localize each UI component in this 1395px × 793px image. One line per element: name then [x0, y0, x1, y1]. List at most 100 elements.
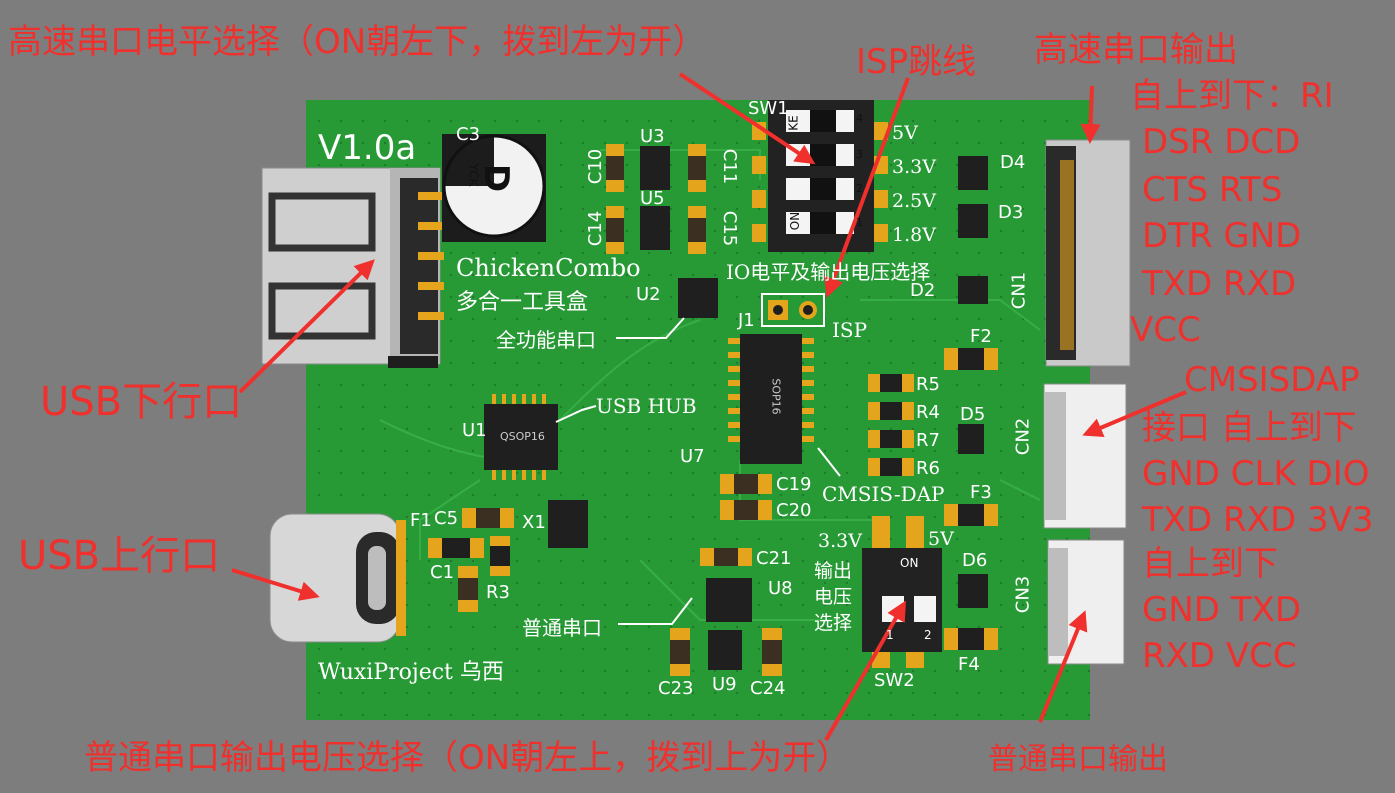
sw1-volt-3v3: 3.3V	[892, 156, 936, 178]
ic-u5	[640, 206, 670, 250]
ic-u1	[484, 404, 558, 470]
refdes-c10: C10	[585, 148, 607, 185]
sw1-on: ON	[788, 211, 803, 231]
brand-label: WuxiProject 乌西	[318, 660, 504, 685]
refdes-u3: U3	[640, 126, 665, 147]
callout-uart-line-2: GND TXD	[1142, 590, 1302, 630]
refdes-d2: D2	[910, 280, 936, 301]
sw1-volt-2v5: 2.5V	[892, 190, 936, 212]
diode-d4	[958, 156, 988, 190]
sw1-num-2: 2	[856, 182, 863, 195]
sw2-desc-3: 选择	[814, 612, 853, 634]
cap-marking: D	[476, 163, 517, 193]
refdes-sw1: SW1	[748, 98, 789, 119]
callout-usb-up: USB上行口	[18, 533, 221, 579]
refdes-x1: X1	[522, 512, 546, 533]
sw1-num-1: 1	[856, 216, 863, 229]
callout-hs-line-2: DSR DCD	[1142, 122, 1301, 162]
cmsis-dap-label: CMSIS-DAP	[822, 482, 945, 506]
callout-hs-line-4: DTR GND	[1142, 216, 1302, 256]
sw1-volt-5v: 5V	[892, 122, 918, 144]
annotation-arrows	[231, 72, 1187, 741]
refdes-c5: C5	[434, 508, 459, 529]
product-name: ChickenCombo	[456, 254, 641, 282]
refdes-d6: D6	[962, 550, 988, 571]
callout-uart-line-1: 自上到下	[1142, 544, 1278, 584]
refdes-u7: U7	[680, 446, 705, 467]
passive-components	[428, 144, 998, 676]
silk-leaders	[555, 317, 841, 625]
refdes-c15: C15	[719, 210, 741, 247]
refdes-r7: R7	[916, 430, 940, 451]
refdes-f2: F2	[970, 326, 992, 347]
refdes-c3: C3	[456, 124, 481, 145]
diode-d2	[958, 276, 988, 304]
callout-hs-output-title: 高速串口输出	[1034, 30, 1238, 70]
refdes-f1: F1	[410, 510, 432, 531]
refdes-cn2: CN2	[1012, 417, 1034, 456]
isp-label: ISP	[832, 318, 868, 342]
refdes-c19: C19	[776, 474, 812, 495]
refdes-r4: R4	[916, 402, 940, 423]
callout-cmsis-line-3: GND CLK DIO	[1142, 454, 1370, 494]
refdes-f4: F4	[958, 654, 980, 675]
connector-cn1	[1045, 139, 1131, 367]
refdes-r6: R6	[916, 458, 940, 479]
refdes-r3: R3	[486, 582, 510, 603]
refdes-cn1: CN1	[1008, 271, 1030, 310]
refdes-d5: D5	[960, 404, 986, 425]
callout-cmsis-line-2: 接口 自上到下	[1142, 408, 1357, 448]
callout-isp-jumper: ISP跳线	[856, 42, 977, 82]
product-name-cn: 多合一工具盒	[456, 290, 589, 315]
refdes-r5: R5	[916, 374, 940, 395]
callout-hs-line-1: 自上到下：RI	[1130, 76, 1334, 116]
full-uart-label: 全功能串口	[496, 328, 596, 352]
refdes-sw2: SW2	[874, 670, 915, 691]
refdes-c23: C23	[658, 678, 694, 699]
sw2-num-2: 2	[924, 628, 932, 642]
connector-cn3	[1047, 539, 1125, 665]
ic-u9	[708, 630, 742, 670]
usb-a-connector	[261, 167, 444, 368]
refdes-d4: D4	[1000, 152, 1026, 173]
refdes-f3: F3	[970, 482, 992, 503]
ic-pins	[492, 338, 814, 480]
dip-switch-sw1	[752, 100, 888, 252]
refdes-d3: D3	[998, 202, 1024, 223]
refdes-j1: J1	[738, 310, 755, 331]
diode-d6	[958, 574, 988, 608]
diode-d5	[958, 424, 984, 454]
refdes-c21: C21	[756, 548, 792, 569]
sw2-right-volt: 5V	[928, 528, 954, 550]
refdes-c11: C11	[719, 148, 741, 185]
refdes-cn3: CN3	[1012, 575, 1034, 614]
ic-u3	[640, 146, 670, 190]
normal-uart-label: 普通串口	[522, 616, 602, 640]
refdes-u2: U2	[636, 284, 661, 305]
callout-bottom-output: 普通串口输出	[988, 742, 1168, 777]
callout-hs-line-5: TXD RXD	[1142, 264, 1297, 304]
sw1-volt-1v8: 1.8V	[892, 224, 936, 246]
ic-u7	[740, 334, 802, 464]
refdes-u9: U9	[712, 674, 737, 695]
cap-brand: YCK	[466, 163, 481, 187]
sw2-left-volt: 3.3V	[818, 530, 862, 552]
refdes-u5: U5	[640, 188, 665, 209]
sw1-num-3: 3	[856, 148, 863, 161]
refdes-c1: C1	[430, 562, 455, 583]
board-version: V1.0a	[318, 128, 417, 168]
ic-u2	[678, 278, 718, 318]
dip-switch-sw2	[862, 516, 942, 668]
callout-hs-line-3: CTS RTS	[1142, 170, 1283, 210]
connector-cn2	[1043, 383, 1127, 529]
callout-uart-line-3: RXD VCC	[1142, 636, 1297, 676]
refdes-u1: U1	[462, 420, 487, 441]
electrolytic-capacitor	[442, 134, 546, 242]
sw2-desc-1: 输出	[814, 560, 853, 582]
crystal-x1	[548, 500, 588, 548]
usb-c-connector	[269, 513, 406, 643]
io-level-label: IO电平及输出电压选择	[726, 260, 931, 284]
refdes-c14: C14	[585, 210, 607, 247]
